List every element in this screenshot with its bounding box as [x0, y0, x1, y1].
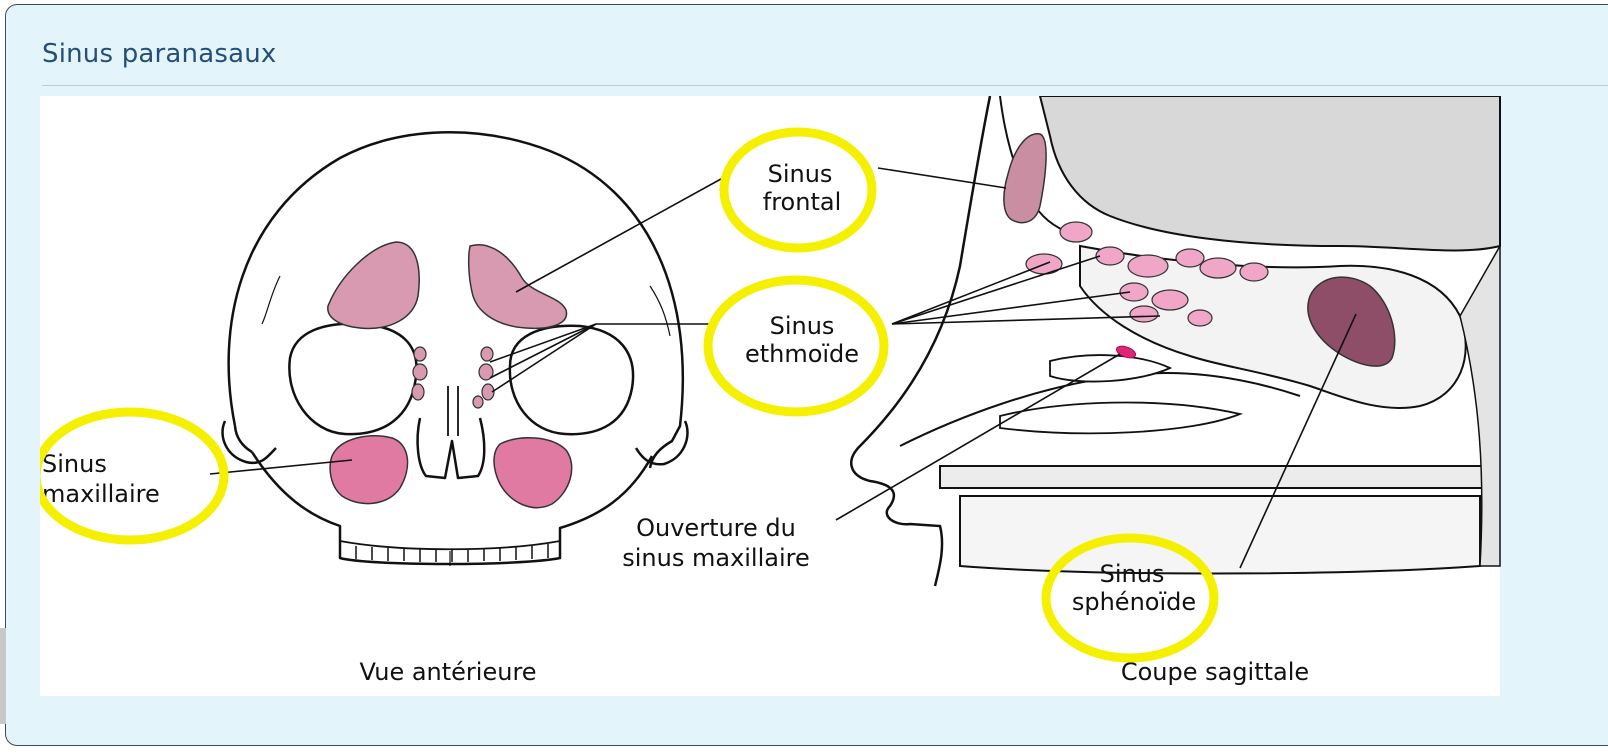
label-ethmoide-1: Sinus — [770, 312, 835, 340]
maxillary-sinus-left — [330, 436, 407, 504]
label-ouverture-2: sinus maxillaire — [622, 544, 810, 572]
panel-title: Sinus paranasaux — [42, 39, 277, 69]
sinus-diagram-svg: Sinus frontal Sinus ethmoïde Sinus maxil… — [40, 96, 1540, 716]
label-ethmoide-2: ethmoïde — [745, 340, 859, 368]
title-divider — [42, 85, 1608, 86]
label-maxillaire-1: Sinus — [42, 450, 107, 478]
label-maxillaire-2: maxillaire — [42, 480, 160, 508]
label-sphenoide-1: Sinus — [1100, 560, 1165, 588]
caption-anterior: Vue antérieure — [359, 658, 536, 686]
sinus-diagram: Sinus frontal Sinus ethmoïde Sinus maxil… — [40, 96, 1540, 716]
side-scroll-tab — [0, 628, 6, 724]
label-sphenoide-2: sphénoïde — [1072, 588, 1196, 616]
label-frontal-1: Sinus — [768, 160, 833, 188]
caption-sagittal: Coupe sagittale — [1121, 658, 1309, 686]
label-ouverture-1: Ouverture du — [636, 514, 796, 542]
label-frontal-2: frontal — [763, 188, 841, 216]
